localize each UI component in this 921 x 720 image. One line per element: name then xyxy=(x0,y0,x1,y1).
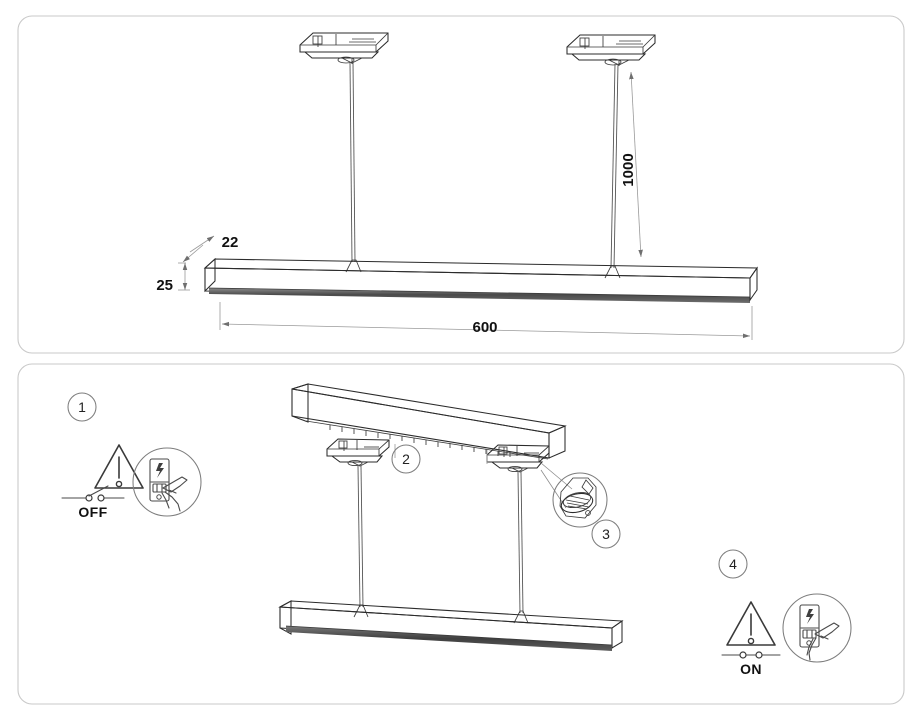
warning-triangle-step4 xyxy=(726,601,776,646)
track-adapter-panel2-left xyxy=(326,438,390,618)
dimension-drop-label: 1000 xyxy=(620,153,637,186)
magnified-detail-circle xyxy=(540,462,608,528)
drop-height-dimension xyxy=(629,71,643,258)
track-rail-panel2 xyxy=(291,383,567,460)
dimensions-panel-border xyxy=(17,15,905,354)
panel1-right-adapter-assembly xyxy=(566,34,656,279)
installation-panel-border xyxy=(17,363,905,705)
track-adapter-left xyxy=(299,32,389,64)
luminaire-body-panel1 xyxy=(203,257,758,303)
profile-dimensions xyxy=(178,235,215,291)
suspension-cable-right xyxy=(610,63,616,269)
step-4-number: 4 xyxy=(729,556,737,572)
luminaire-body-panel2 xyxy=(278,600,624,651)
step-3-number: 3 xyxy=(602,526,610,542)
suspension-cable-left xyxy=(349,61,353,263)
track-adapter-right xyxy=(566,34,656,66)
step-2-circle xyxy=(391,444,421,474)
track-adapter-panel2-right xyxy=(486,444,550,624)
dimension-height-label: 25 xyxy=(156,277,173,294)
step-1-circle xyxy=(67,392,97,422)
step-3-circle xyxy=(591,519,621,549)
switch-off-label: OFF xyxy=(78,504,107,520)
switch-symbol-on xyxy=(721,651,781,659)
step-1-number: 1 xyxy=(78,399,86,415)
panel1-left-adapter-assembly xyxy=(299,32,389,273)
switch-on-label: ON xyxy=(740,661,762,677)
hand-breaker-panel-icon-step1 xyxy=(132,447,202,517)
dimension-length-label: 600 xyxy=(472,319,497,336)
switch-symbol-off xyxy=(61,485,125,502)
warning-triangle-step1 xyxy=(94,444,144,489)
hand-breaker-panel-icon-step4 xyxy=(782,593,852,663)
step-2-number: 2 xyxy=(402,451,410,467)
step-4-circle xyxy=(718,549,748,579)
dimension-width-label: 22 xyxy=(222,234,239,251)
length-dimension xyxy=(219,302,753,340)
